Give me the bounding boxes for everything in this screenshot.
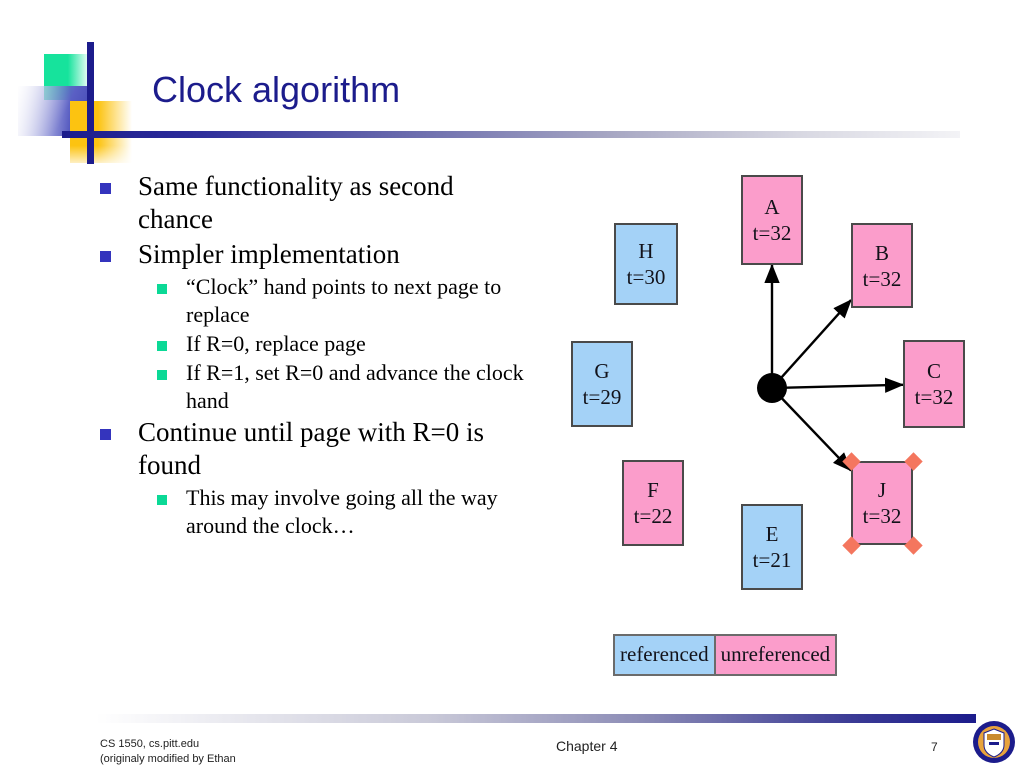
title-underline-rule — [62, 131, 960, 138]
legend-referenced-cell: referenced — [615, 636, 714, 674]
page-node-time: t=22 — [633, 504, 673, 528]
page-node-time: t=32 — [914, 385, 954, 409]
page-node-label: A — [764, 195, 780, 219]
footer-credit: CS 1550, cs.pitt.edu (originaly modified… — [100, 737, 236, 767]
bullet-marker-level2-icon — [157, 495, 167, 505]
bullet-text: If R=0, replace page — [186, 331, 366, 356]
page-title: Clock algorithm — [152, 69, 401, 110]
bullet-text: This may involve going all the way aroun… — [186, 485, 498, 538]
bullet-marker-level1-icon — [100, 251, 111, 262]
page-node-label: J — [877, 478, 887, 502]
decoration-vertical-bar — [87, 42, 94, 164]
bullet-item: Continue until page with R=0 is found — [100, 416, 540, 482]
bullet-marker-level2-icon — [157, 284, 167, 294]
arrow-hub-to-j — [780, 397, 852, 472]
page-node-label: G — [594, 359, 610, 383]
page-node-label: F — [647, 478, 659, 502]
bullet-text: Continue until page with R=0 is found — [138, 417, 484, 480]
bullet-text: If R=1, set R=0 and advance the clock ha… — [186, 360, 524, 413]
arrow-hub-to-c — [785, 377, 905, 393]
bullet-item: If R=1, set R=0 and advance the clock ha… — [157, 359, 540, 415]
bullet-text: Simpler implementation — [138, 239, 400, 269]
page-node-time: t=32 — [862, 266, 902, 291]
arrow-hub-to-b — [780, 299, 852, 379]
bullet-marker-level1-icon — [100, 183, 111, 194]
footer-credit-line2: (originaly modified by Ethan — [100, 753, 236, 765]
arrow-layer — [764, 263, 905, 472]
bullet-text: “Clock” hand points to next page to repl… — [186, 274, 502, 327]
page-node-time: t=30 — [626, 265, 666, 289]
page-node-label: E — [765, 522, 779, 546]
footer-rule — [96, 714, 976, 723]
legend-unreferenced-cell: unreferenced — [713, 636, 836, 674]
footer-credit-line1: CS 1550, cs.pitt.edu — [100, 738, 200, 750]
bullet-item: “Clock” hand points to next page to repl… — [157, 273, 540, 329]
page-node-time: t=32 — [862, 504, 902, 528]
bullet-item: Simpler implementation — [100, 238, 540, 271]
bullet-item: Same functionality as second chance — [100, 170, 540, 236]
bullet-marker-level2-icon — [157, 341, 167, 351]
pitt-seal-logo — [973, 721, 1015, 763]
legend: referenced unreferenced — [613, 634, 838, 676]
footer-page-number: 7 — [931, 740, 938, 754]
page-node-time: t=32 — [752, 221, 792, 245]
clock-hand-hub[interactable] — [757, 373, 787, 403]
bullet-marker-level1-icon — [100, 429, 111, 440]
bullet-text: Same functionality as second chance — [138, 171, 454, 234]
bullet-item: This may involve going all the way aroun… — [157, 484, 540, 540]
page-node-label: H — [638, 239, 654, 263]
footer-chapter: Chapter 4 — [556, 738, 618, 754]
bullet-item: If R=0, replace page — [157, 330, 540, 358]
bullet-marker-level2-icon — [157, 370, 167, 380]
page-node-label: C — [926, 359, 941, 383]
page-node-time: t=29 — [582, 385, 622, 409]
page-node-time: t=21 — [752, 548, 792, 572]
page-node-label: B — [874, 240, 889, 265]
